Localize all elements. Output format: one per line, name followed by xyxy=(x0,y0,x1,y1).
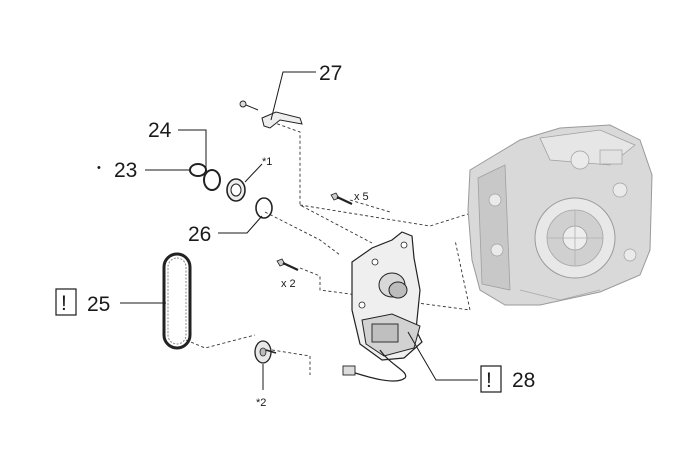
bullet-marker: • xyxy=(97,162,101,174)
note-star2: *2 xyxy=(256,397,266,409)
snap-ring-part-24 xyxy=(203,169,221,191)
sprocket-part-star2 xyxy=(254,340,277,364)
callout-28: 28 xyxy=(512,369,535,392)
caution-icon: ! xyxy=(61,292,67,315)
chain-part-25 xyxy=(162,252,192,350)
oil-seal-part-star1 xyxy=(226,178,246,202)
note-star1: *1 xyxy=(262,156,272,168)
leader-lines xyxy=(120,71,478,390)
callout-27: 27 xyxy=(319,62,342,85)
callout-23: 23 xyxy=(114,159,137,182)
callout-26: 26 xyxy=(188,223,211,246)
bracket-part-27 xyxy=(239,100,303,129)
o-ring-part-23 xyxy=(189,163,207,177)
callout-24: 24 xyxy=(148,119,172,142)
assembly-guide-lines xyxy=(185,121,471,375)
bolts-x5 xyxy=(330,192,353,205)
snap-ring-part-26 xyxy=(255,197,273,219)
caution-box-25: ! xyxy=(55,288,77,316)
caution-box-28: ! xyxy=(480,365,502,393)
note-qty5: x 5 xyxy=(354,191,369,203)
oil-pump-assembly-part-28 xyxy=(342,231,423,382)
callout-25: 25 xyxy=(87,293,110,316)
note-qty2: x 2 xyxy=(281,278,296,290)
bolts-x2 xyxy=(276,258,299,271)
transaxle-housing-image xyxy=(467,124,653,306)
caution-icon: ! xyxy=(486,369,492,392)
